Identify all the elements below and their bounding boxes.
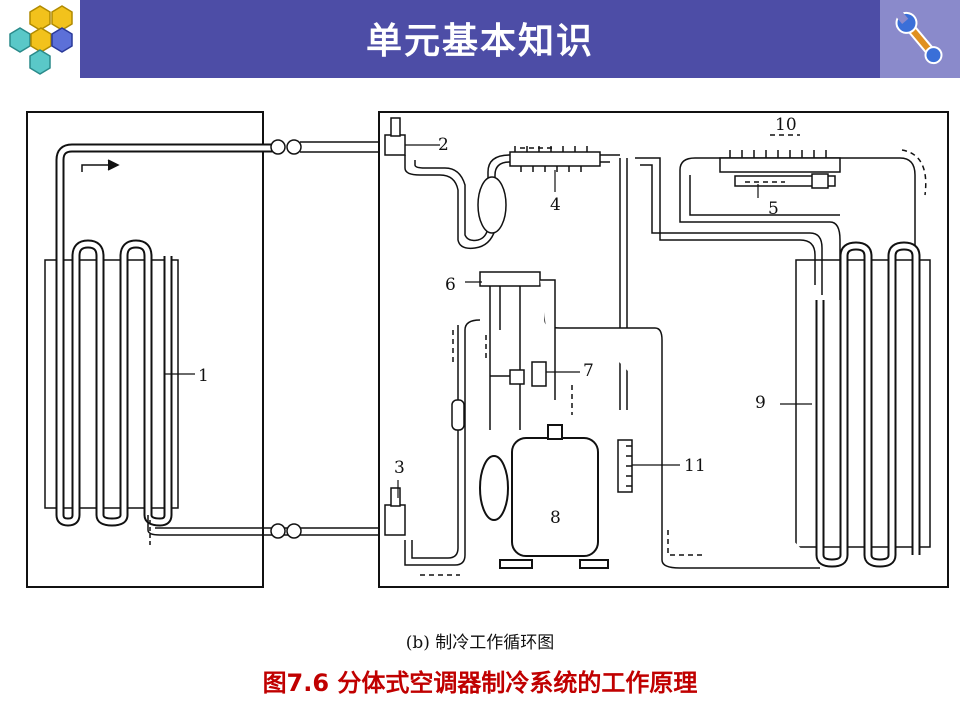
filter-4 xyxy=(509,146,601,172)
hexagon-cluster-icon xyxy=(9,5,73,75)
label-5: 5 xyxy=(768,199,779,219)
label-8: 8 xyxy=(550,508,561,528)
capillary-assembly-10 xyxy=(719,150,841,189)
indoor-unit-frame xyxy=(26,111,264,588)
muffler-11 xyxy=(617,439,633,493)
label-4: 4 xyxy=(550,195,561,215)
indoor-coil-block xyxy=(44,259,179,509)
wrench-icon xyxy=(895,11,943,65)
label-11: 11 xyxy=(684,456,706,476)
flow-arrows-left xyxy=(81,159,151,545)
leader-lines xyxy=(165,144,812,498)
outdoor-unit-frame xyxy=(378,111,949,588)
service-valve-3 xyxy=(384,319,481,566)
diagram-caption: (b) 制冷工作循环图 xyxy=(405,633,555,653)
label-2: 2 xyxy=(438,135,449,155)
indoor-coil-tube-inner xyxy=(57,145,280,525)
four-way-valve-6 xyxy=(479,271,820,569)
logo xyxy=(0,0,80,78)
refrigeration-cycle-diagram: 1 2 3 4 5 6 7 8 9 10 11 xyxy=(26,111,949,588)
compressor-8 xyxy=(479,424,609,569)
flare-nuts xyxy=(270,139,302,539)
flow-arrows-right xyxy=(420,134,927,576)
label-10: 10 xyxy=(775,115,797,135)
label-3: 3 xyxy=(394,458,405,478)
accumulator xyxy=(477,176,507,234)
outdoor-piping xyxy=(404,154,916,545)
label-1: 1 xyxy=(198,366,209,386)
figure-title: 图7.6 分体式空调器制冷系统的工作原理 xyxy=(262,669,698,697)
outdoor-coil-tube-inner xyxy=(817,243,919,566)
tool-button[interactable] xyxy=(880,0,960,78)
connecting-lines xyxy=(147,141,380,536)
label-9: 9 xyxy=(755,393,766,413)
service-valve-2 xyxy=(384,117,406,156)
label-6: 6 xyxy=(445,275,456,295)
solenoid-valve-7 xyxy=(490,361,547,387)
label-7: 7 xyxy=(583,361,594,381)
header-banner xyxy=(0,0,960,78)
page-title: 单元基本知识 xyxy=(365,21,594,62)
